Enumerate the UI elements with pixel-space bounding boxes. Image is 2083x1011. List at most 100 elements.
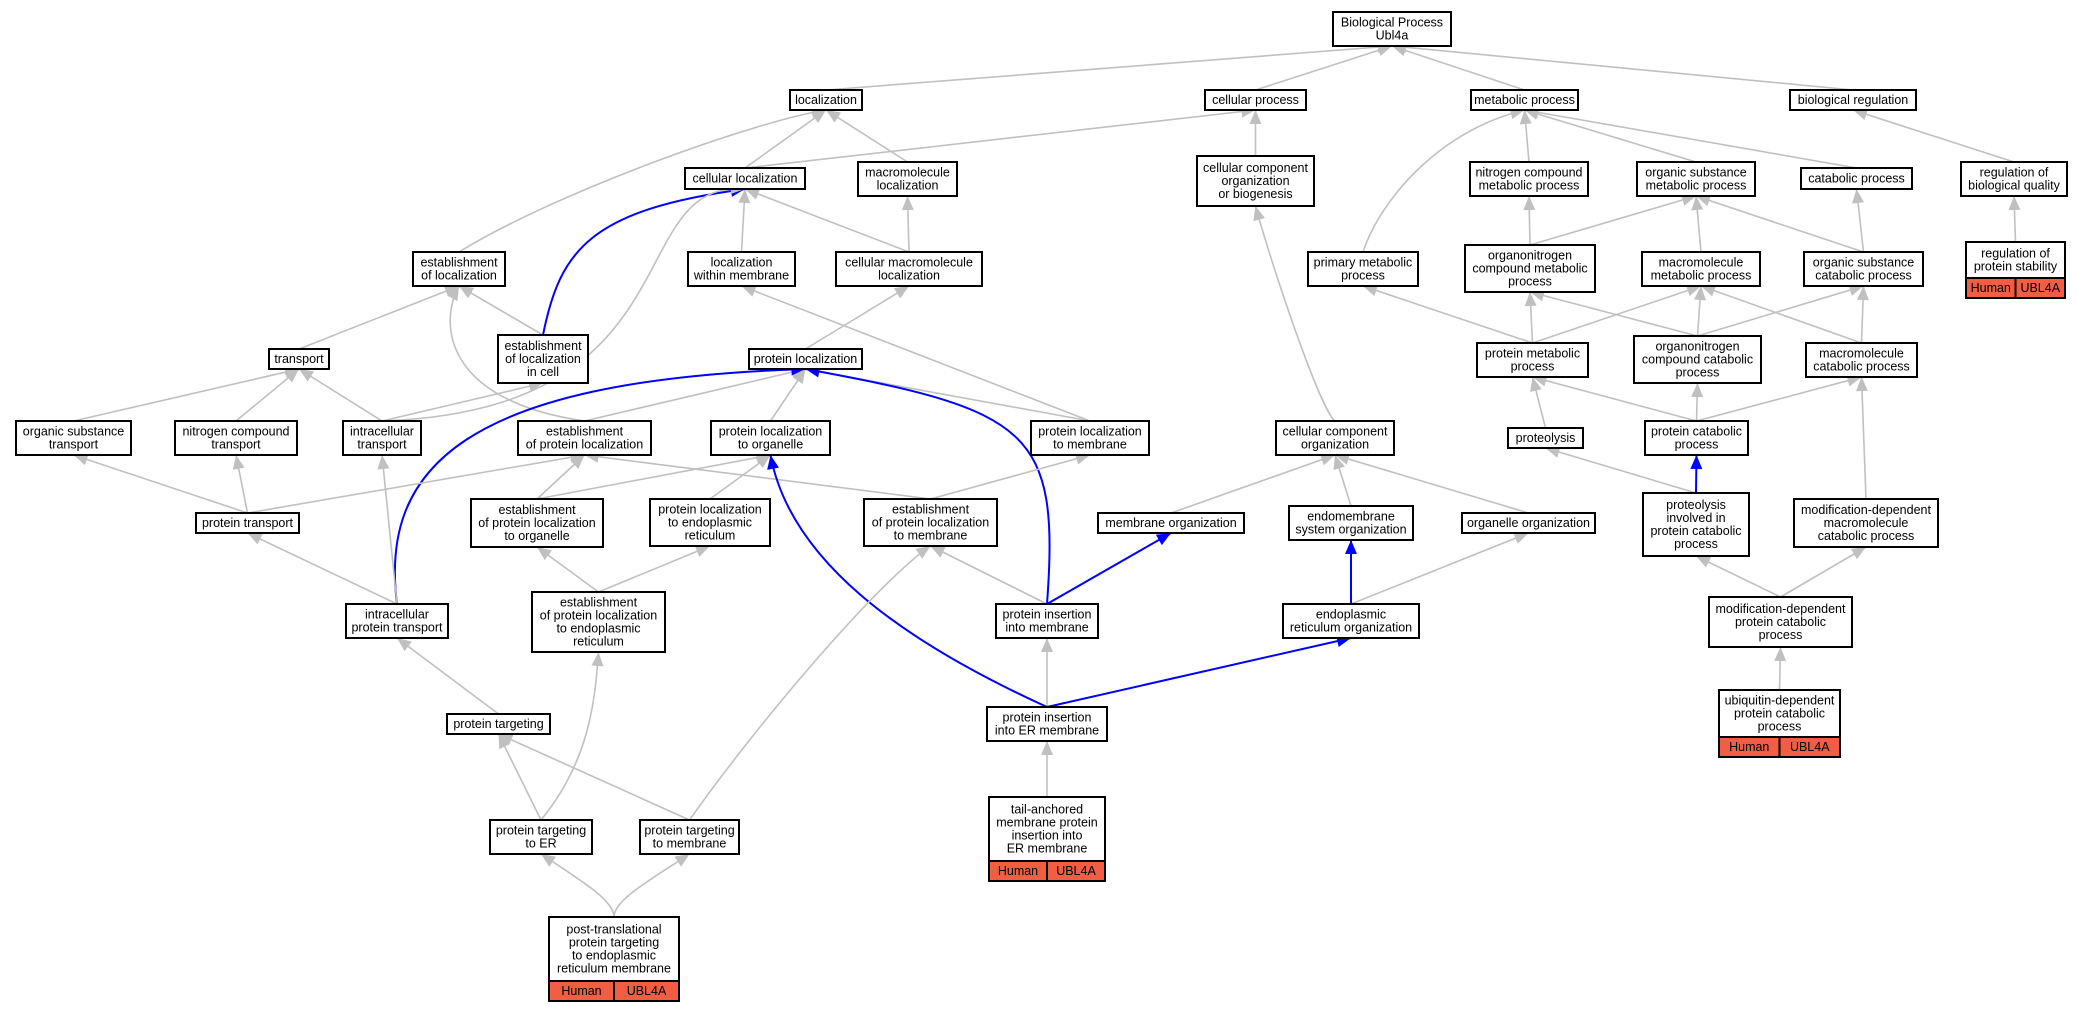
go-term-cellloc[interactable]: cellular localization [684, 167, 806, 190]
edge-posttrans-to-prottarger [540, 853, 615, 918]
term-label-line: protein targeting [644, 824, 734, 838]
term-box [1644, 420, 1749, 456]
arrowhead-nittrans-to-transport [284, 369, 299, 383]
go-term-organorg[interactable]: organelle organization [1461, 512, 1596, 534]
arrowhead-moddepprot-to-moddepmacro [1850, 547, 1866, 560]
arrowhead-endomem-to-ccorg [1333, 455, 1345, 471]
gene-tag-label: UBL4A [627, 984, 667, 998]
edge-moddepprot-to-moddepmacro [1780, 546, 1867, 598]
go-term-protloc[interactable]: protein localization [748, 348, 863, 370]
go-term-bioreg[interactable]: biological regulation [1789, 89, 1917, 111]
term-label-line: catabolic process [1813, 360, 1910, 374]
term-box [548, 916, 680, 982]
go-term-catab[interactable]: catabolic process [1800, 167, 1913, 190]
term-label-line: protein localization [754, 352, 858, 366]
go-term-metab[interactable]: metabolic process [1470, 89, 1579, 111]
go-term-loc[interactable]: localization [789, 89, 863, 111]
term-label-line: reticulum [685, 529, 736, 543]
arrowhead-protcat-to-orgnitcat [1691, 383, 1704, 398]
arrowhead-prottarger-to-prottarg [498, 734, 511, 750]
term-label-line: protein catabolic [1734, 707, 1825, 721]
arrowhead-protmet-to-primmet [1363, 284, 1379, 297]
term-box [517, 420, 652, 456]
term-box [15, 420, 132, 456]
term-label-line: into membrane [1005, 621, 1088, 635]
edge-cellloc-to-loc [744, 109, 827, 169]
term-box [1282, 603, 1420, 639]
go-term-memorg[interactable]: membrane organization [1097, 512, 1245, 534]
go-term-transport[interactable]: transport [268, 348, 330, 370]
term-box [988, 796, 1106, 862]
arrowhead-erorg-to-organorg [1513, 532, 1529, 544]
term-box [1960, 161, 2068, 197]
term-label-line: process [1759, 628, 1803, 642]
term-label-line: process [1341, 269, 1385, 283]
term-label-line: localization [878, 269, 940, 283]
edge-protmet-to-primmet [1362, 285, 1533, 344]
arrowhead-protlocer-to-protlocorg [755, 455, 771, 469]
arrowhead-estprotloc-to-estloc [446, 286, 459, 302]
arrowhead-prottargmem-to-estprotmem [915, 546, 931, 559]
edge-orgsubmet-to-metab [1524, 109, 1697, 163]
go-term-prottarg[interactable]: protein targeting [446, 713, 551, 735]
term-box [1030, 420, 1150, 456]
go-term-proteolysis[interactable]: proteolysis [1507, 427, 1584, 449]
go-term-moddepmacro[interactable]: modification-dependentmacromoleculecatab… [1793, 498, 1939, 548]
term-label-line: establishment [420, 256, 498, 270]
term-box [1642, 492, 1750, 557]
arrowhead-ubidep-to-moddepprot [1774, 647, 1787, 662]
edge-cellproc-to-root [1255, 45, 1393, 91]
term-box [412, 251, 506, 287]
term-label-line: proteolysis [1516, 431, 1576, 445]
term-label-line: in cell [527, 365, 559, 379]
edge-estprotmem-to-estprotloc [584, 454, 931, 500]
go-term-cellproc[interactable]: cellular process [1204, 89, 1307, 111]
edge-intraprot-to-protloc [393, 368, 806, 605]
term-label-line: organic substance [1813, 256, 1915, 270]
arrowhead-memorg-to-ccorg [1319, 454, 1335, 466]
go-term-prottrans[interactable]: protein transport [195, 512, 300, 534]
